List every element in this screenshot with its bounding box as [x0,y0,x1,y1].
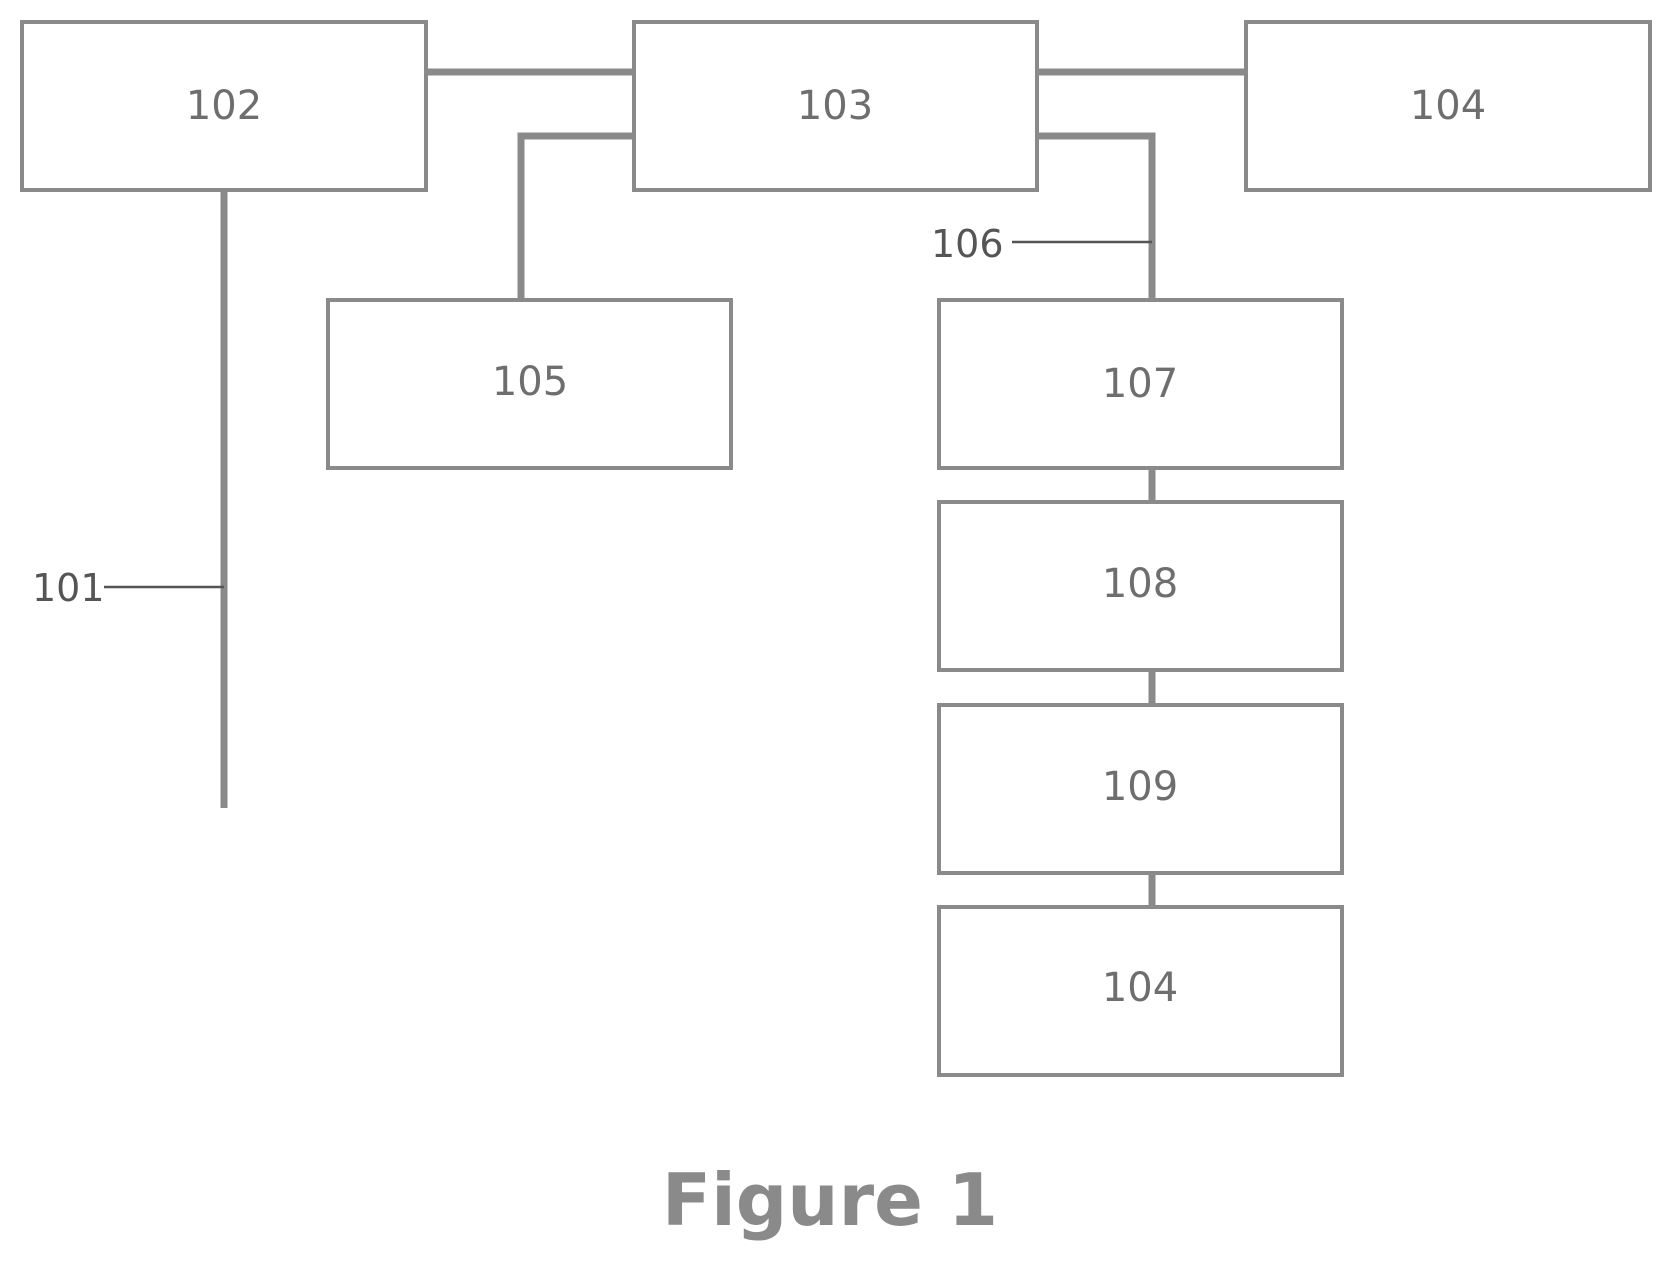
block-107: 107 [939,300,1342,468]
reference-106: 106 [931,222,1004,266]
connector-103-105 [521,136,634,300]
block-104-top: 104 [1246,22,1650,190]
block-103-label: 103 [797,83,873,129]
reference-101: 101 [32,566,105,610]
block-104-top-label: 104 [1410,83,1486,129]
block-108: 108 [939,502,1342,670]
figure-caption: Figure 1 [662,1158,998,1242]
block-104-bottom: 104 [939,907,1342,1075]
block-109: 109 [939,705,1342,873]
block-105: 105 [328,300,731,468]
block-104-bottom-label: 104 [1102,965,1178,1011]
block-102: 102 [22,22,426,190]
block-103: 103 [634,22,1037,190]
connector-103-107 [1037,136,1152,300]
block-108-label: 108 [1102,561,1178,607]
block-107-label: 107 [1102,361,1178,407]
block-109-label: 109 [1102,764,1178,810]
block-102-label: 102 [186,83,262,129]
block-105-label: 105 [492,359,568,405]
